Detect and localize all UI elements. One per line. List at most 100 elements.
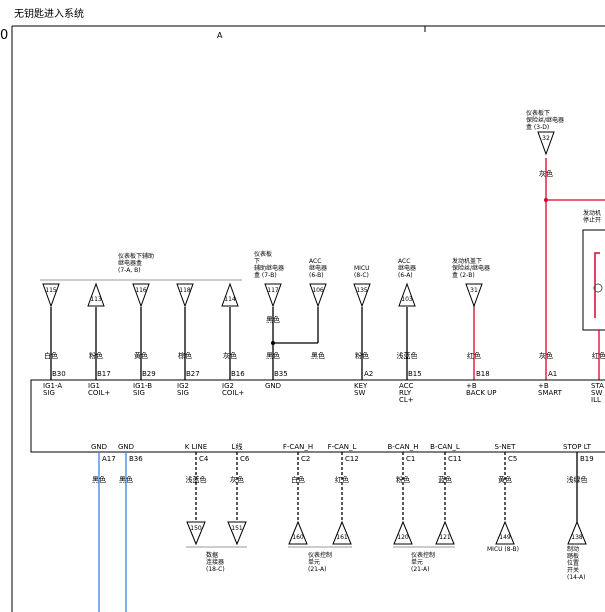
terminal-pin-C11: C11	[448, 455, 462, 463]
terminal-name-6: B-CAN_H	[387, 443, 418, 451]
svg-text:继电器: 继电器	[398, 264, 416, 272]
connector-116-icon: 116	[132, 283, 150, 308]
svg-text:盒 (7-B): 盒 (7-B)	[254, 271, 277, 279]
connector-151-icon-label: 151	[231, 525, 243, 532]
connector-121-icon: 121	[435, 520, 455, 545]
pin-B17: B17	[97, 370, 111, 378]
signal-label-8-2: CL+	[399, 396, 414, 404]
signal-label-11-0: STA	[591, 382, 604, 390]
svg-text:(7-A, B): (7-A, B)	[118, 267, 141, 274]
terminal-name-7: B-CAN_L	[430, 443, 460, 451]
terminal-name-3: L线	[232, 442, 243, 451]
terminal-color-4: 白色	[291, 475, 305, 484]
connector-106-icon-label: 106	[312, 287, 324, 294]
connector-160-icon: 160	[288, 520, 308, 545]
connector-121-icon-label: 121	[439, 534, 451, 541]
terminal-pin-C5: C5	[508, 455, 517, 463]
top-wires	[50, 158, 605, 380]
wire-color-3: 棕色	[178, 351, 192, 360]
signal-label-9-0: +B	[466, 382, 477, 390]
terminal-pin-C6: C6	[240, 455, 250, 463]
terminal-name-4: F-CAN_H	[283, 443, 313, 451]
connector-31-icon: 31	[465, 283, 483, 308]
switch-indicator-icon	[593, 283, 603, 293]
signal-label-0-0: IG1-A	[43, 382, 62, 390]
svg-text:开关: 开关	[567, 566, 579, 574]
svg-text:保险丝/继电器: 保险丝/继电器	[526, 116, 564, 124]
caption-b1: 数据 连接器 (18-C)	[206, 551, 225, 573]
connector-138-icon: 138	[567, 520, 587, 545]
caption-g5: ACC 继电器 (6-A)	[398, 258, 416, 279]
svg-text:单元: 单元	[308, 558, 320, 566]
svg-text:(6-A): (6-A)	[398, 272, 413, 279]
svg-text:发动机盖下: 发动机盖下	[452, 257, 482, 265]
wire-color-2: 黄色	[134, 351, 148, 360]
svg-text:停止开: 停止开	[583, 216, 601, 224]
signal-label-8-0: ACC	[399, 382, 414, 390]
svg-text:继电器: 继电器	[309, 264, 327, 272]
svg-text:继电器盒: 继电器盒	[118, 259, 142, 267]
signal-label-4-0: IG2	[222, 382, 234, 390]
pin-B35: B35	[274, 370, 288, 378]
terminal-color-9: 浅绿色	[567, 475, 588, 484]
signal-label-2-1: SIG	[133, 389, 145, 397]
terminal-pin-C1: C1	[406, 455, 415, 463]
connector-135-icon: 135	[353, 283, 371, 308]
connector-113-icon: 113	[87, 282, 105, 307]
connector-117-icon-label: 117	[267, 287, 279, 294]
caption-g3: ACC 继电器 (6-B)	[309, 258, 327, 279]
svg-text:MICU (8-B): MICU (8-B)	[487, 546, 519, 553]
wire-color-5: 黑色	[266, 351, 280, 360]
terminal-color-3: 灰色	[230, 475, 244, 484]
caption-g4: MICU (8-C)	[354, 265, 370, 279]
svg-text:制动: 制动	[567, 545, 579, 553]
signal-label-5-0: GND	[265, 382, 281, 390]
caption-g8: 发动机 停止开	[583, 209, 601, 224]
svg-text:数据: 数据	[206, 551, 218, 559]
connector-151-icon: 151	[227, 521, 247, 546]
wire-color-8: 浅蓝色	[397, 351, 418, 360]
wire-color2-5: 黑色	[266, 315, 280, 324]
splice-dot-red	[544, 198, 548, 202]
wire-color-1: 粉色	[89, 351, 103, 360]
wire-color-9: 红色	[467, 351, 481, 360]
splice-dot	[271, 341, 275, 345]
svg-text:ACC: ACC	[309, 258, 321, 265]
wire-color-11: 红色	[592, 351, 605, 360]
caption-g6: 发动机盖下 保险丝/继电器 盒 (2-B)	[452, 257, 490, 279]
top-connectors: 115白色B30IG1-ASIG113粉色B17IG1COIL+116黄色B29…	[42, 131, 605, 404]
terminal-color-5: 红色	[335, 475, 349, 484]
svg-text:盒 (2-B): 盒 (2-B)	[452, 271, 475, 279]
pin-B15: B15	[408, 370, 422, 378]
signal-label-11-1: SW	[591, 389, 602, 397]
caption-b3: 仪表控制 单元 (21-A)	[411, 551, 435, 573]
connector-31-icon-label: 31	[470, 287, 478, 294]
connector-161-icon: 161	[332, 520, 352, 545]
terminal-color-2: 浅蓝色	[186, 475, 207, 484]
connector-115-icon-label: 115	[45, 287, 57, 294]
signal-label-11-2: ILL	[591, 396, 601, 404]
svg-text:MICU: MICU	[354, 265, 370, 272]
svg-text:踏板: 踏板	[567, 552, 579, 560]
terminal-color-1: 黑色	[119, 475, 133, 484]
terminal-color-7: 蓝色	[438, 475, 452, 484]
switch-red-wire	[594, 252, 600, 318]
connector-117-icon: 117	[264, 283, 282, 308]
caption-b4: MICU (8-B)	[487, 546, 519, 553]
page-edge-number: 0	[0, 28, 8, 43]
wire-color-7: 粉色	[355, 351, 369, 360]
signal-label-2-0: IG1-B	[133, 382, 152, 390]
wire-color-0: 白色	[44, 351, 58, 360]
bottom-wires	[98, 452, 578, 612]
pin-B18: B18	[476, 370, 490, 378]
caption-g1: 仪表板下辅助 继电器盒 (7-A, B)	[118, 252, 154, 274]
signal-label-3-0: IG2	[177, 382, 189, 390]
terminal-color-0: 黑色	[92, 475, 106, 484]
connector-135-icon-label: 135	[356, 287, 368, 294]
connector-150-icon-label: 150	[190, 525, 202, 532]
wire-color-4: 灰色	[223, 351, 237, 360]
signal-label-4-1: COIL+	[222, 389, 244, 397]
connector-149-icon: 149	[495, 520, 515, 545]
